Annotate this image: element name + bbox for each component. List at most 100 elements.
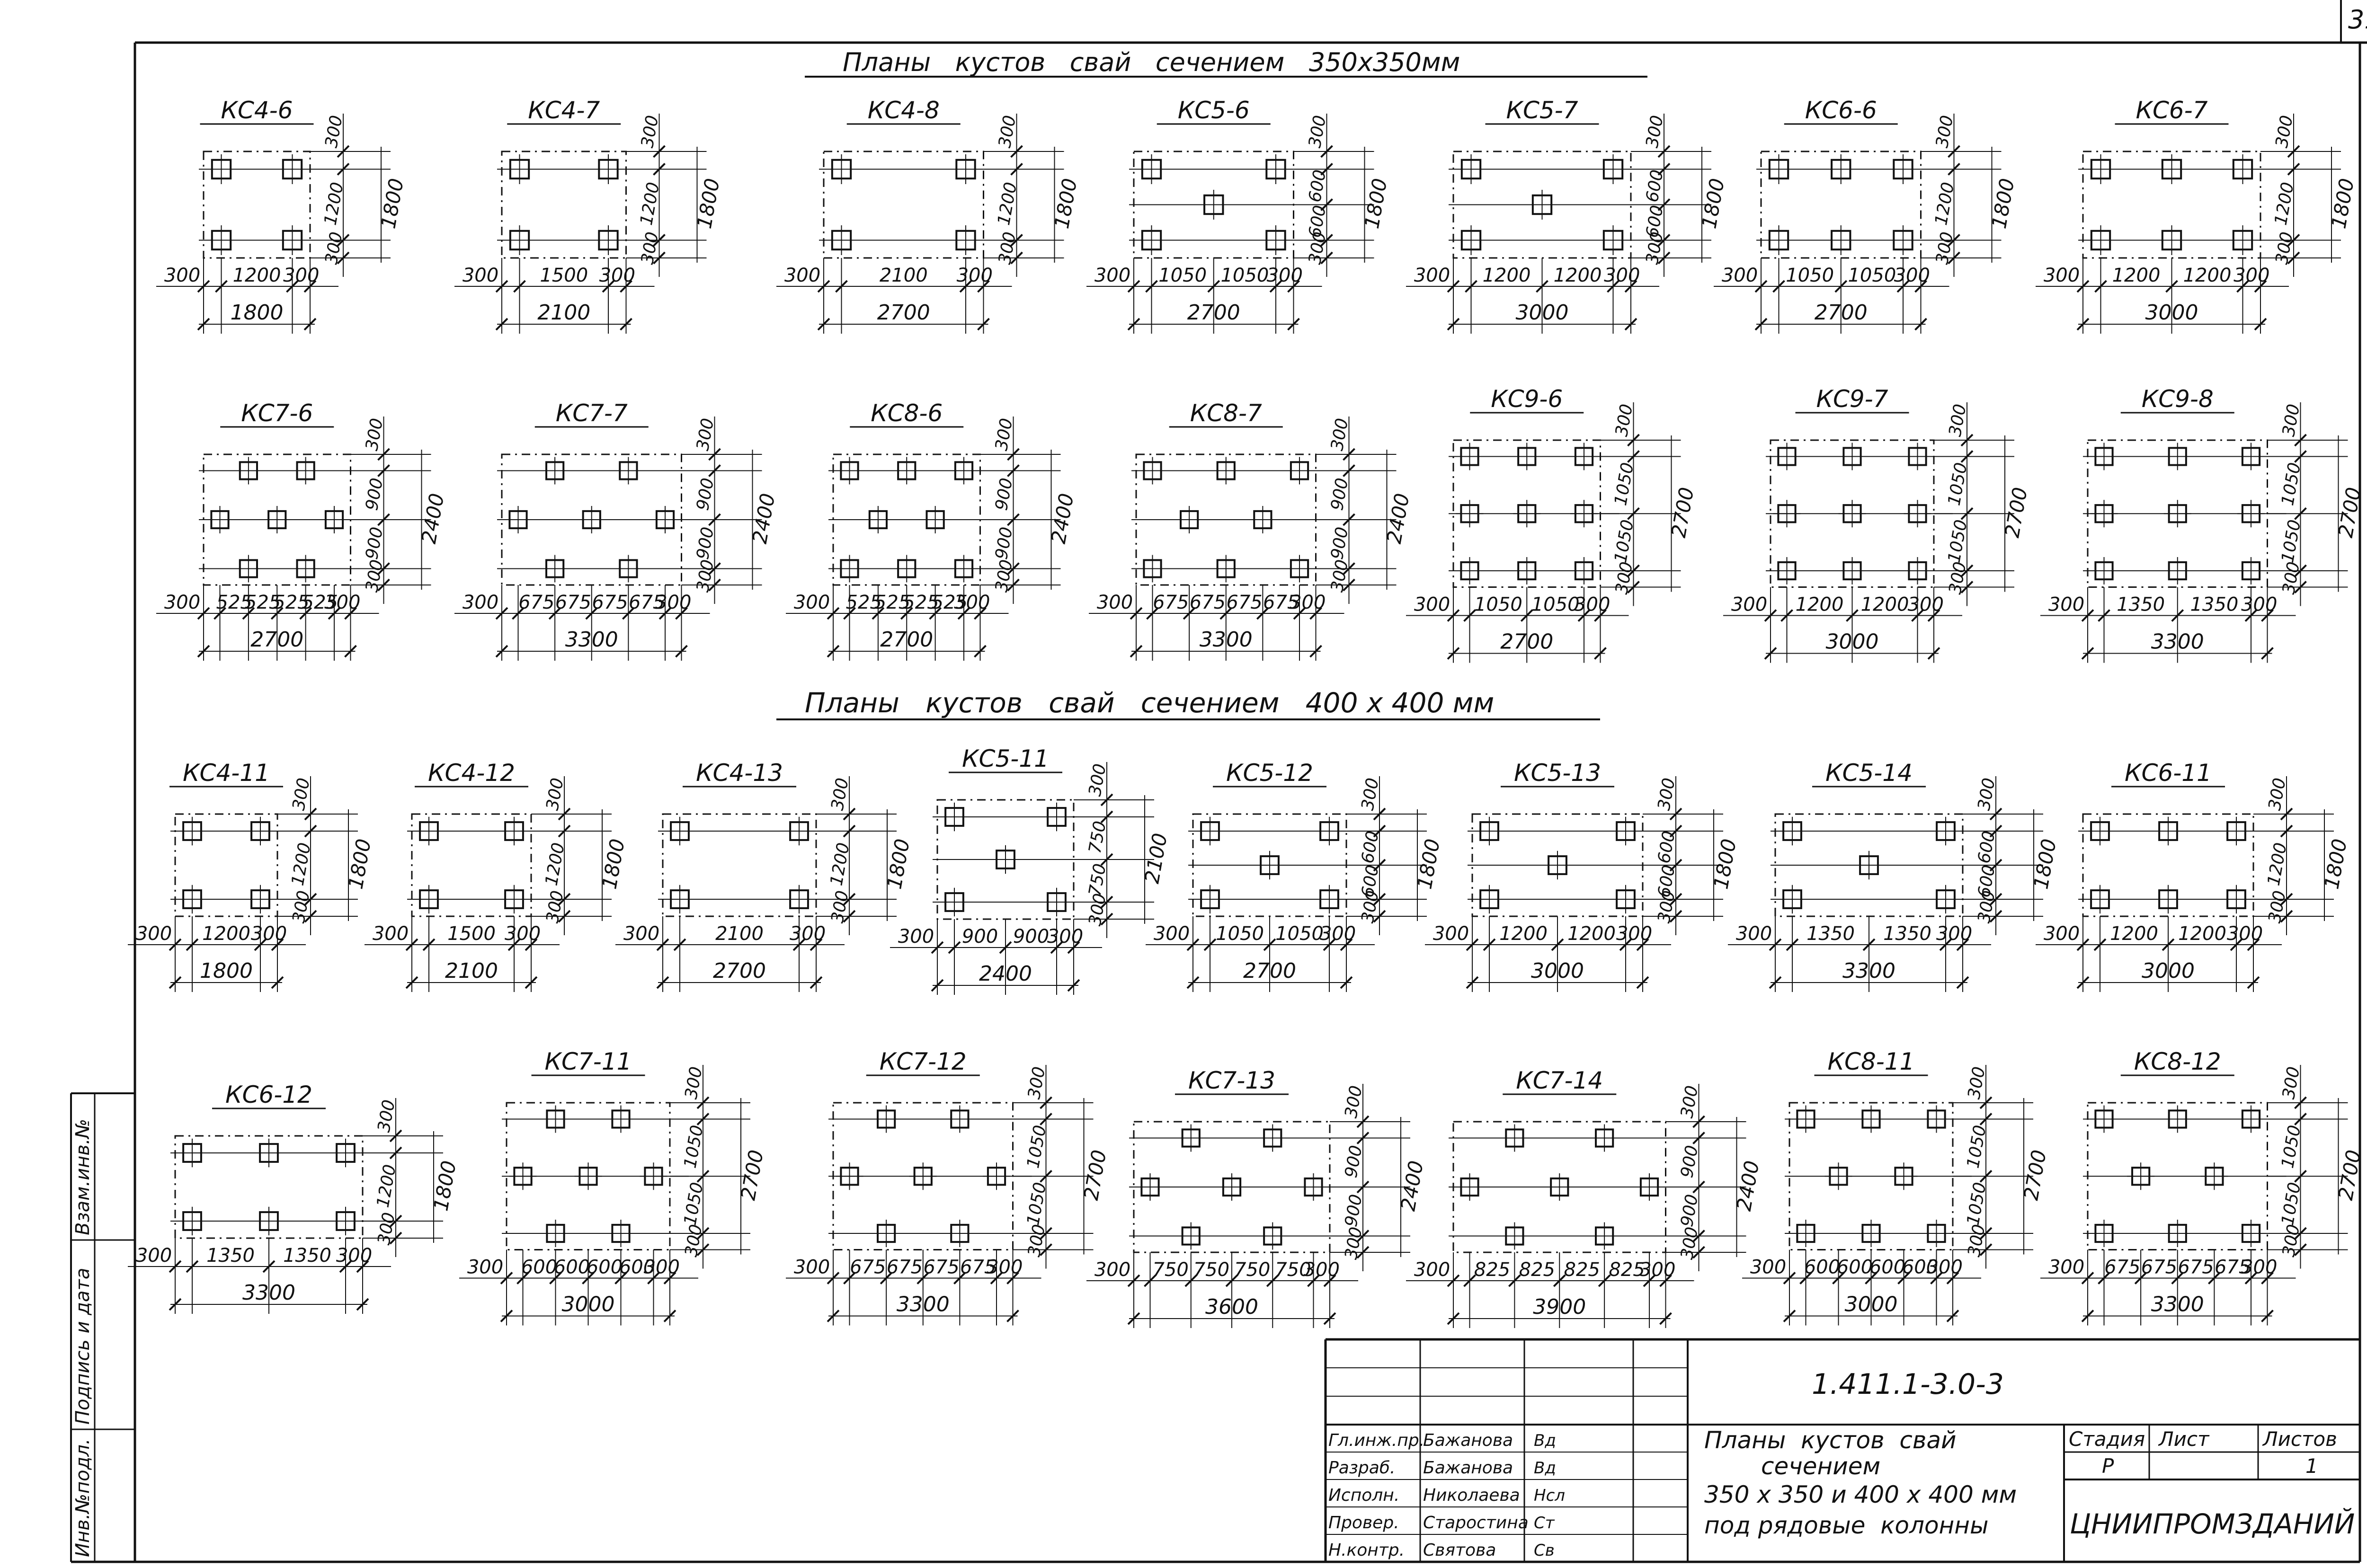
dim-tick	[1203, 938, 1217, 951]
dim-value-right: 900	[362, 477, 387, 512]
dim-value-bottom: 300	[2044, 265, 2080, 286]
dim-tick	[2280, 807, 2293, 821]
dim-value-right: 300	[992, 417, 1016, 452]
dim-value-bottom: 300	[790, 923, 826, 945]
dim-value-bottom: 1350	[2190, 594, 2238, 616]
dim-tick	[169, 938, 182, 951]
dim-tick	[1865, 1272, 1878, 1285]
dim-tick	[2261, 1310, 2274, 1322]
dim-tick	[1183, 607, 1196, 620]
dim-value-bottom: 300	[1095, 265, 1130, 286]
dim-value-bottom: 600	[1804, 1257, 1840, 1278]
dim-tick	[2287, 163, 2300, 176]
dim-tick	[495, 318, 508, 331]
dim-tick	[1594, 647, 1607, 660]
dim-value-bottom: 600	[521, 1257, 557, 1278]
dim-tick	[2294, 581, 2307, 594]
dim-tick	[948, 941, 961, 954]
dim-value-bottom: 1200	[1499, 923, 1548, 945]
dim-value-bottom: 525	[273, 592, 309, 613]
dim-value-right: 300	[1305, 114, 1330, 150]
dim-tick	[1256, 607, 1269, 620]
drawing-title-line-4: под рядовые колонны	[1704, 1512, 1988, 1539]
dim-total-bottom: 3000	[1516, 301, 1569, 325]
dim-tick	[2294, 450, 2307, 463]
dim-tick	[271, 976, 284, 989]
dim-tick	[1309, 607, 1322, 620]
dim-tick	[337, 251, 350, 265]
dim-value-bottom: 300	[1414, 265, 1450, 286]
dim-total-bottom: 3000	[2145, 301, 2198, 325]
dim-value-bottom: 300	[784, 265, 820, 286]
dim-tick	[1320, 198, 1333, 211]
dim-value-right: 300	[2279, 1223, 2304, 1258]
dim-value-bottom: 1200	[202, 923, 250, 945]
dim-value-right: 300	[682, 1223, 706, 1258]
dim-tick	[696, 1169, 710, 1183]
dim-tick	[389, 1231, 402, 1245]
dim-tick	[1067, 979, 1080, 992]
dim-tick	[1927, 609, 1940, 622]
stage-label: Стадия	[2069, 1427, 2145, 1451]
dim-value-right: 900	[1342, 1193, 1366, 1228]
dim-total-bottom: 3000	[1826, 630, 1879, 654]
dim-value-bottom: 600	[1837, 1257, 1873, 1278]
dim-value-bottom: 675	[1190, 592, 1226, 613]
dim-value-bottom: 300	[283, 265, 319, 286]
dim-tick	[1692, 1230, 1705, 1242]
dim-total-bottom: 2700	[1187, 301, 1240, 325]
dim-tick	[2261, 647, 2274, 660]
dim-tick	[1960, 581, 1974, 594]
dim-value-bottom: 1200	[2112, 265, 2161, 286]
dim-value-bottom: 300	[1574, 594, 1610, 616]
dim-tick	[1627, 581, 1640, 594]
dim-value-bottom: 675	[850, 1257, 886, 1278]
dim-tick	[1657, 198, 1671, 211]
cluster-code-label: КС5-14	[1825, 759, 1913, 787]
dim-tick	[614, 1272, 627, 1285]
dim-value-bottom: 300	[599, 265, 635, 286]
dim-value-bottom: 300	[463, 592, 498, 613]
dim-tick	[977, 318, 990, 331]
side-stamp: Инв.№подл. Подпись и дата Взам.инв.№	[70, 1092, 135, 1562]
dim-value-right: 300	[1024, 1065, 1049, 1101]
dim-value-bottom: 1350	[206, 1245, 255, 1267]
dim-tick	[1911, 609, 1924, 622]
dim-tick	[1627, 450, 1640, 463]
dim-value-right: 300	[374, 1211, 399, 1247]
dim-tick	[2254, 280, 2267, 293]
dim-value-bottom: 2100	[880, 265, 928, 286]
dim-tick	[1040, 1243, 1052, 1256]
dim-tick	[1340, 938, 1353, 951]
dim-tick	[1754, 280, 1768, 293]
dim-value-right: 300	[543, 777, 568, 812]
dim-tick	[525, 938, 538, 951]
dim-tick	[696, 1113, 710, 1125]
dim-value-bottom: 300	[1616, 923, 1652, 945]
dim-tick	[663, 1272, 676, 1285]
dim-tick	[843, 1272, 856, 1285]
dim-value-bottom: 300	[1731, 594, 1767, 616]
dim-tick	[708, 562, 721, 575]
dim-tick	[337, 163, 350, 176]
dim-tick	[2261, 609, 2274, 622]
signer-role: Гл.инж.пр.	[1328, 1431, 1424, 1450]
dim-tick	[585, 607, 598, 620]
dim-tick	[1447, 1274, 1460, 1287]
dim-tick	[653, 163, 666, 176]
dim-tick	[1960, 507, 1974, 520]
dim-value-bottom: 1200	[1554, 265, 1602, 286]
cluster-code-label: КС9-7	[1816, 385, 1888, 413]
dim-tick	[513, 280, 526, 293]
dim-tick	[2081, 609, 2094, 622]
dim-tick	[356, 1260, 369, 1273]
dim-total-bottom: 3000	[562, 1293, 615, 1317]
dim-value-right: 300	[1655, 777, 1679, 812]
dim-tick	[999, 941, 1012, 954]
dim-value-bottom: 1200	[2110, 923, 2158, 945]
dim-value-bottom: 600	[619, 1257, 655, 1278]
